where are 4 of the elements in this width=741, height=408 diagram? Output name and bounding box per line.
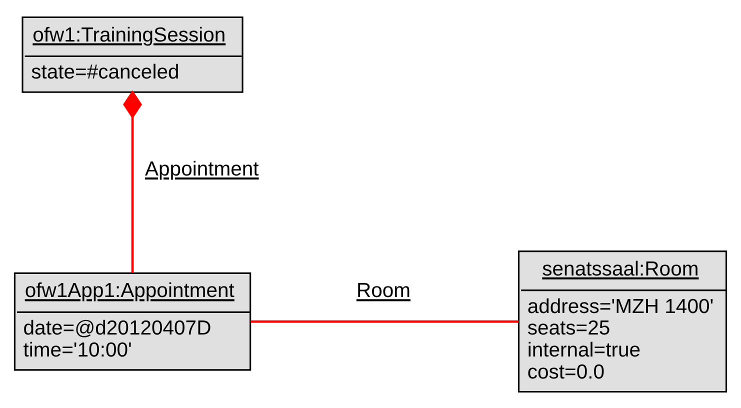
connector [123, 90, 142, 272]
connector [250, 320, 518, 322]
edge-label: Appointment [145, 158, 259, 180]
edge-label: Room [356, 280, 411, 302]
